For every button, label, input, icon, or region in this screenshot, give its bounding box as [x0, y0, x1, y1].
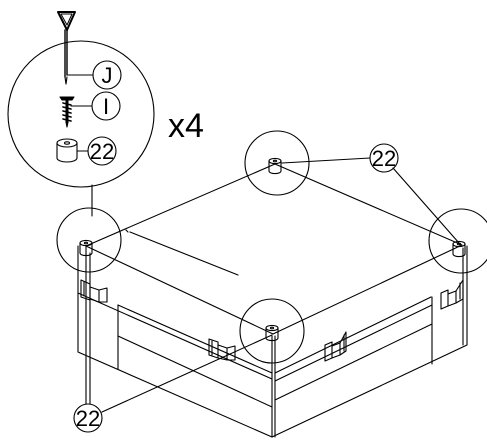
- hinge-icon: [324, 331, 347, 362]
- part-leaders: [85, 157, 460, 413]
- quantity-label: x4: [168, 107, 204, 145]
- detail-circle: [7, 40, 155, 188]
- callout-circle: [87, 136, 117, 166]
- callout-circle: [91, 91, 121, 121]
- foot-cylinder-icon: [56, 138, 78, 163]
- callout-circle: [73, 403, 103, 433]
- hinge-icon: [440, 279, 464, 310]
- callout-label-foot: 22: [90, 139, 114, 164]
- foot-highlight-top: [244, 130, 310, 196]
- screw-icon: [59, 96, 75, 128]
- hinge-icon: [208, 338, 236, 361]
- pin-tool-icon: [57, 11, 76, 85]
- callout-circle: [92, 60, 122, 90]
- hinge-icon: [80, 279, 108, 303]
- callout-label-screw: I: [103, 94, 109, 119]
- cabinet-box: [77, 163, 468, 438]
- callout-label-tool: J: [102, 63, 113, 88]
- part-label-bottom-left: 22: [76, 406, 100, 431]
- callout-circle: [369, 143, 399, 173]
- foot-highlight-left: [56, 207, 122, 273]
- part-label-top-right: 22: [372, 146, 396, 171]
- detail-view: J I 22: [7, 11, 155, 217]
- foot-highlight-right: [428, 208, 487, 274]
